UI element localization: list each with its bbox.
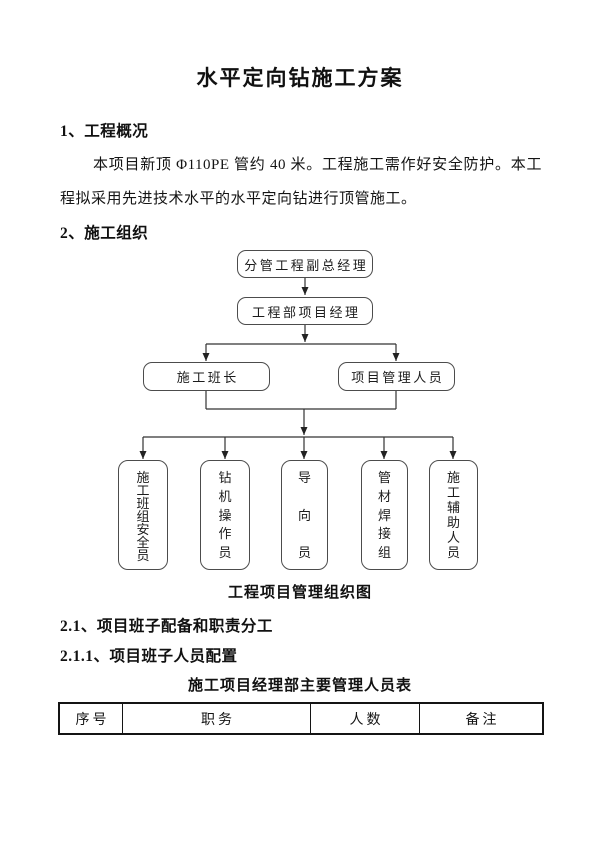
- org-box-deputy-chief-engineer: 分管工程副总经理: [237, 250, 373, 278]
- section-heading-2-1-1: 2.1.1、项目班子人员配置: [60, 648, 238, 665]
- org-box-guidance-operator: 导向员: [281, 460, 328, 570]
- org-box-project-management-staff: 项目管理人员: [338, 362, 455, 391]
- table-header-position: 职务: [122, 704, 310, 733]
- table-header-remarks: 备注: [419, 704, 542, 733]
- section-heading-2-1: 2.1、项目班子配备和职责分工: [60, 618, 273, 635]
- org-box-construction-foreman: 施工班长: [143, 362, 270, 391]
- doc-title: 水平定向钻施工方案: [196, 66, 404, 90]
- org-box-pipe-welding-group: 管材焊接组: [361, 460, 408, 570]
- personnel-table-title: 施工项目经理部主要管理人员表: [187, 678, 412, 694]
- org-chart-caption: 工程项目管理组织图: [227, 585, 372, 601]
- org-box-project-manager: 工程部项目经理: [237, 297, 373, 325]
- org-box-auxiliary-staff: 施工辅助人员: [429, 460, 478, 570]
- table-header-serial-number: 序号: [75, 712, 110, 728]
- section-heading-2: 2、施工组织: [60, 225, 149, 242]
- org-box-drill-operator: 钻机操作员: [200, 460, 250, 570]
- personnel-table: 序号 职务 人数 备注: [58, 702, 544, 735]
- table-header-headcount: 人数: [310, 704, 419, 733]
- org-box-crew-safety-officer: 施工班组安全员: [118, 460, 168, 570]
- section-heading-1: 1、工程概况: [60, 123, 149, 140]
- overview-paragraph: 本项目新顶 Φ110PE 管约 40 米。工程施工需作好安全防护。本工程拟采用先…: [60, 157, 542, 207]
